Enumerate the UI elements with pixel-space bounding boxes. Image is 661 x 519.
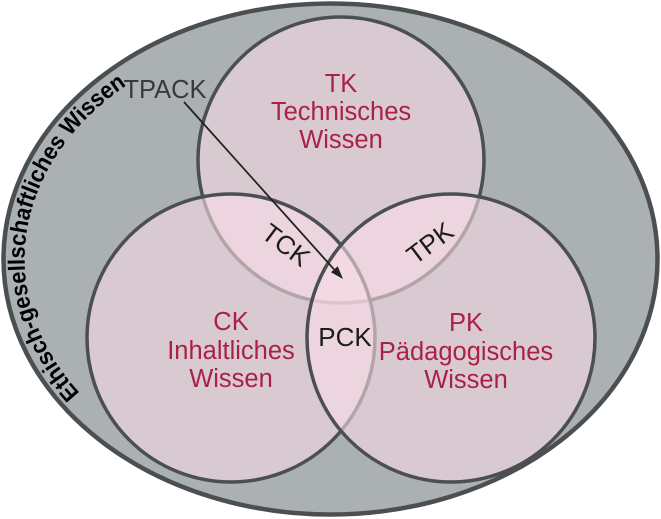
- tpack-callout-label: TPACK: [123, 76, 206, 104]
- venn-circles: [85, 15, 597, 484]
- pk-name-line2: Wissen: [424, 366, 508, 394]
- tpack-arrow-line: [183, 101, 335, 270]
- venn-circle-pk: [305, 192, 597, 484]
- pk-abbr: PK: [449, 309, 483, 337]
- pck-intersection-label: PCK: [318, 322, 372, 352]
- pk-name-line1: Pädagogisches: [379, 338, 553, 366]
- ck-name-line1: Inhaltliches: [167, 337, 295, 365]
- tpack-arrowhead-icon: [330, 266, 343, 279]
- tk-name-line1: Technisches: [271, 98, 411, 126]
- tk-circle-label: TK Technisches Wissen: [271, 70, 411, 154]
- ck-name-line2: Wissen: [189, 365, 273, 393]
- tpack-arrow: [183, 101, 343, 279]
- ck-abbr: CK: [213, 308, 248, 336]
- pk-circle-label: PK Pädagogisches Wissen: [379, 309, 553, 394]
- ck-circle-label: CK Inhaltliches Wissen: [167, 308, 295, 393]
- tk-abbr: TK: [325, 70, 358, 98]
- tk-name-line2: Wissen: [299, 126, 383, 154]
